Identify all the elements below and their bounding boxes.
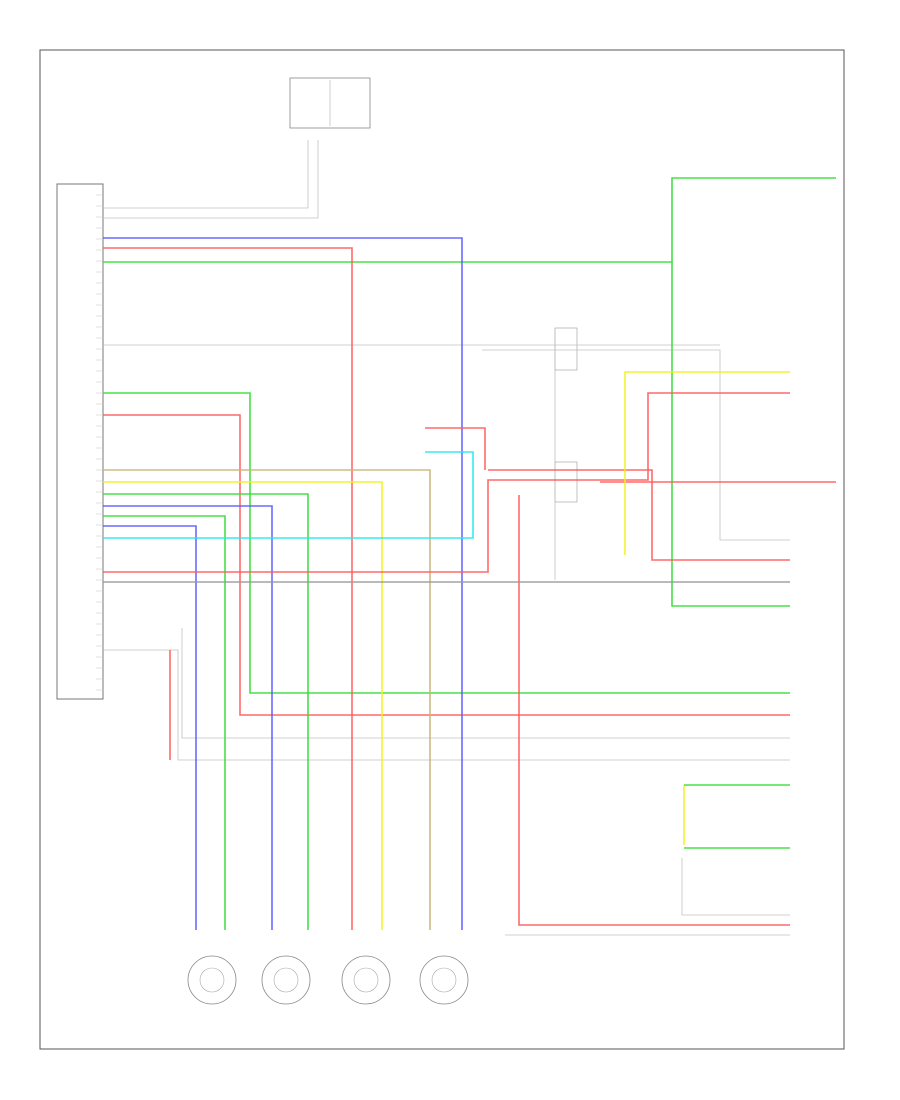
wire-wss-green [103,493,309,930]
wheel-speed-sensor-fr [187,955,237,1005]
wire-wss-green2 [103,515,226,930]
ecm-pin-ticks [96,194,103,691]
wire-red-can-h [103,392,790,573]
wire-wss-blue3 [103,525,197,930]
sensor-rr-outer [341,955,391,1005]
wire-yellow-combo [624,371,790,555]
wire-fuse-a [103,140,309,209]
wire-gray-4 [482,349,790,541]
wire-wss-tan [103,469,431,930]
sensor-fr-inner [199,967,225,993]
diagram-border [39,49,845,1050]
sensor-rl-outer [419,955,469,1005]
wire-red-can-abs [518,495,790,926]
wire-fuse-b [103,140,319,219]
wire-red-can-h2 [488,469,790,561]
wire-layer [103,177,836,930]
wire-red-loop [425,427,486,470]
wire-wss-yellow [103,481,383,930]
wire-power-green-down [671,262,790,607]
faint-wire-layer [103,140,790,936]
wire-red-long [103,247,353,930]
sensor-fr-outer [187,955,237,1005]
joint-connector-top [554,327,578,371]
sensor-rr-inner [353,967,379,993]
wheel-speed-sensor-rl [419,955,469,1005]
wire-wss-blue2 [103,505,273,930]
ecm-connector-block [56,183,104,700]
joint-connector-mid [554,461,578,503]
wheel-speed-sensor-fl [261,955,311,1005]
wire-blue-long [103,237,463,930]
sensor-rl-inner [431,967,457,993]
wire-power-green [103,177,836,263]
wire-gray-7 [681,858,790,916]
wire-cyan-loop [103,451,474,539]
sensor-fl-outer [261,955,311,1005]
wire-gray-3 [103,649,790,761]
wheel-speed-sensor-rr [341,955,391,1005]
wire-ecm-red-sensor [103,414,790,716]
wire-gray-2 [181,628,790,739]
sensor-fl-inner [273,967,299,993]
wire-ecm-green-sensor [103,392,790,694]
